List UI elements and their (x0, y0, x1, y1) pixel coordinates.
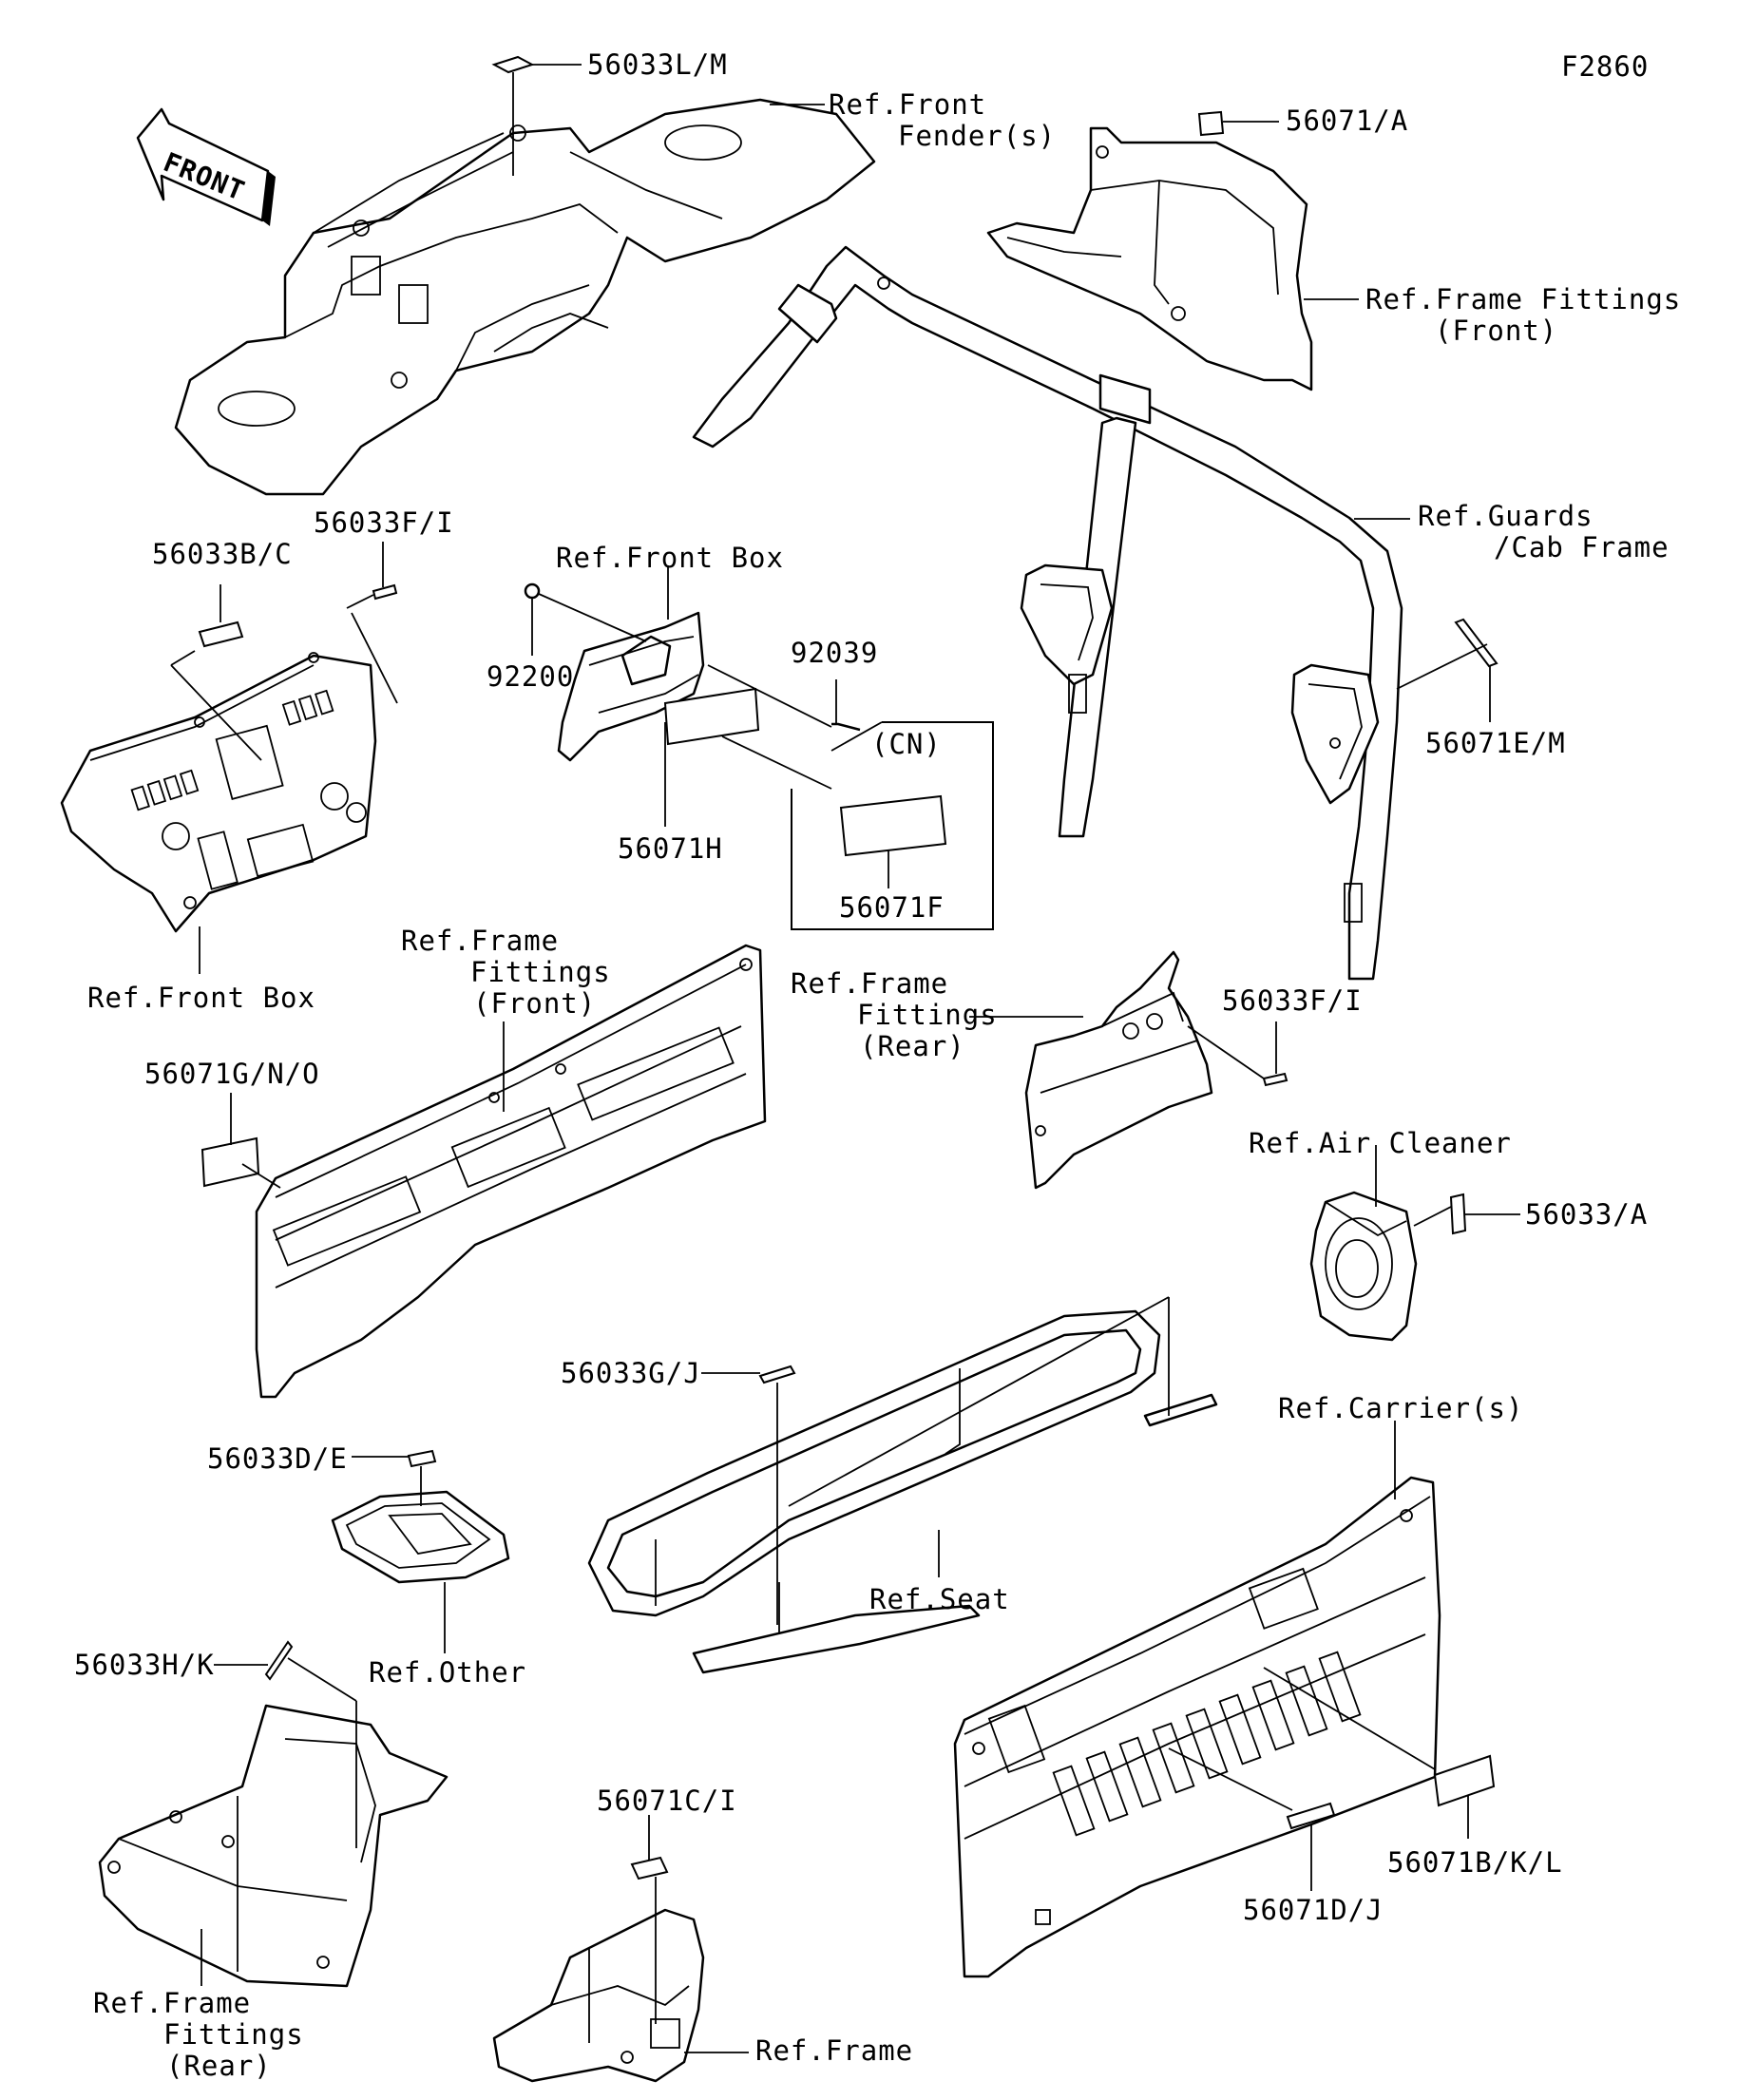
rivet-92039 (831, 722, 861, 732)
label-92200: 92200 (487, 660, 574, 693)
label-ref-frame-fittings-front-b-2: Fittings (470, 956, 611, 988)
label-cn-box: (CN) (871, 728, 942, 760)
front-box-center (557, 611, 705, 762)
label-ref-frame-fittings-rear-b-2: Fittings (163, 2018, 304, 2051)
decal-56033FI-a (372, 583, 398, 601)
label-56071F: 56071F (839, 891, 945, 924)
label-56071GNO: 56071G/N/O (144, 1058, 320, 1090)
label-56033A: 56033/A (1525, 1198, 1648, 1231)
other-cover (331, 1490, 510, 1584)
decal-56033DE (407, 1449, 437, 1468)
decal-56071EM (1454, 618, 1498, 668)
decal-56071BKL (1433, 1754, 1496, 1807)
frame-bottom (492, 1908, 705, 2083)
cn-box (791, 721, 994, 930)
decal-56071CI (630, 1856, 669, 1880)
label-ref-frame-fittings-rear-b-3: (Rear) (166, 2050, 272, 2082)
decal-56071A (1197, 110, 1225, 137)
label-ref-front-box-bottom: Ref.Front Box (87, 982, 315, 1014)
label-ref-frame-fittings-rear-a-1: Ref.Frame (791, 967, 948, 1000)
front-arrow-icon: FRONT (136, 107, 276, 226)
label-ref-other: Ref.Other (369, 1656, 526, 1689)
decal-56033GJ (758, 1365, 796, 1384)
front-box-dash (60, 652, 377, 933)
label-56033HK: 56033H/K (74, 1649, 215, 1681)
label-56033GJ: 56033G/J (561, 1357, 701, 1389)
label-ref-front-fender-1: Ref.Front (829, 88, 986, 121)
cab-frame-guards (692, 245, 1403, 981)
diagram-code: F2860 (1561, 50, 1649, 83)
label-56033FI-a: 56033F/I (314, 506, 454, 539)
label-56033BC: 56033B/C (152, 538, 293, 570)
frame-fittings-rear-bottom (98, 1704, 449, 1988)
frame-fittings-front-panel (255, 944, 767, 1399)
label-56071H: 56071H (618, 832, 723, 865)
frame-fittings-front-top (986, 126, 1313, 391)
decal-56071F (839, 794, 947, 857)
decal-56033HK (264, 1640, 294, 1681)
label-ref-frame-fittings-front-b-1: Ref.Frame (401, 925, 559, 957)
label-56071EM: 56071E/M (1425, 727, 1566, 759)
decal-56033BC (198, 620, 244, 648)
decal-56071GNO (200, 1136, 260, 1188)
label-ref-carriers: Ref.Carrier(s) (1278, 1392, 1523, 1424)
label-ref-frame: Ref.Frame (755, 2034, 913, 2067)
label-92039: 92039 (791, 637, 878, 669)
label-56033DE: 56033D/E (207, 1442, 348, 1475)
label-56071BKL: 56071B/K/L (1387, 1846, 1563, 1879)
label-ref-guards-2: /Cab Frame (1494, 531, 1670, 563)
label-ref-seat: Ref.Seat (869, 1583, 1010, 1615)
label-56033FI-b: 56033F/I (1222, 984, 1363, 1017)
label-56033LM: 56033L/M (587, 48, 728, 81)
air-cleaner (1309, 1191, 1418, 1342)
label-ref-air-cleaner: Ref.Air Cleaner (1249, 1127, 1512, 1159)
label-56071A: 56071/A (1286, 105, 1408, 137)
frame-fittings-rear-center (1024, 950, 1213, 1190)
seat-frame (587, 1309, 1218, 1674)
decal-56033FI-b (1262, 1072, 1288, 1087)
label-ref-front-box-top: Ref.Front Box (556, 542, 784, 574)
label-ref-guards-1: Ref.Guards (1418, 500, 1594, 532)
label-ref-frame-fittings-front-a-2: (Front) (1435, 315, 1557, 347)
label-56071CI: 56071C/I (597, 1785, 737, 1817)
label-ref-frame-fittings-rear-a-3: (Rear) (860, 1030, 965, 1062)
label-ref-frame-fittings-rear-a-2: Fittings (857, 999, 998, 1031)
label-ref-frame-fittings-front-a-1: Ref.Frame Fittings (1365, 283, 1681, 315)
decal-56071H (663, 687, 760, 746)
front-floor-assembly (174, 98, 876, 496)
label-ref-frame-fittings-rear-b-1: Ref.Frame (93, 1987, 251, 2019)
label-ref-frame-fittings-front-b-3: (Front) (473, 987, 596, 1020)
decal-56071DJ (1286, 1802, 1336, 1830)
decal-56033LM (491, 55, 535, 74)
decal-56033A (1449, 1193, 1467, 1235)
label-56071DJ: 56071D/J (1243, 1894, 1384, 1926)
washer-92200 (524, 582, 541, 600)
label-ref-front-fender-2: Fender(s) (898, 120, 1056, 152)
